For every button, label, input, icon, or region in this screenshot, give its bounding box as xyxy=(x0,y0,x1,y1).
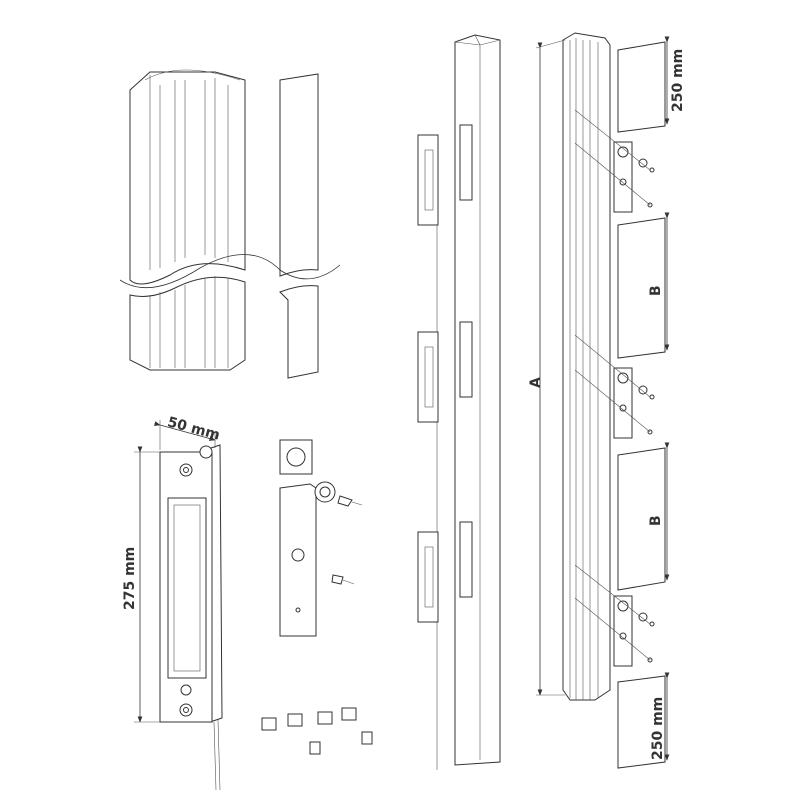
lock-height-dimension: 275 mm xyxy=(122,446,160,723)
spacing-label-b1: B xyxy=(648,285,664,296)
aluminium-profile xyxy=(129,69,246,371)
post-lock-2 xyxy=(417,321,473,423)
break-line xyxy=(119,254,341,289)
mounting-parts xyxy=(261,439,373,755)
length-label-a: A xyxy=(528,377,544,388)
length-dimension-a: A xyxy=(528,39,566,696)
post-lock-3 xyxy=(417,521,473,623)
post-locks xyxy=(417,124,473,623)
magnetic-lock xyxy=(159,444,223,791)
cover-strip xyxy=(279,73,319,379)
post-lock-1 xyxy=(417,124,473,226)
lock-height-label: 275 mm xyxy=(122,547,138,610)
strip-dimensions: 250 mm B B 250 mm xyxy=(648,36,686,761)
top-strip-label: 250 mm xyxy=(670,49,686,112)
lock-width-dimension: 50 mm xyxy=(153,414,222,450)
bottom-strip-label: 250 mm xyxy=(650,697,666,760)
lock-width-label: 50 mm xyxy=(166,414,222,443)
gate-profile xyxy=(562,32,611,701)
right-strips xyxy=(617,41,666,769)
right-brackets xyxy=(574,109,655,667)
spacing-label-b2: B xyxy=(648,515,664,526)
